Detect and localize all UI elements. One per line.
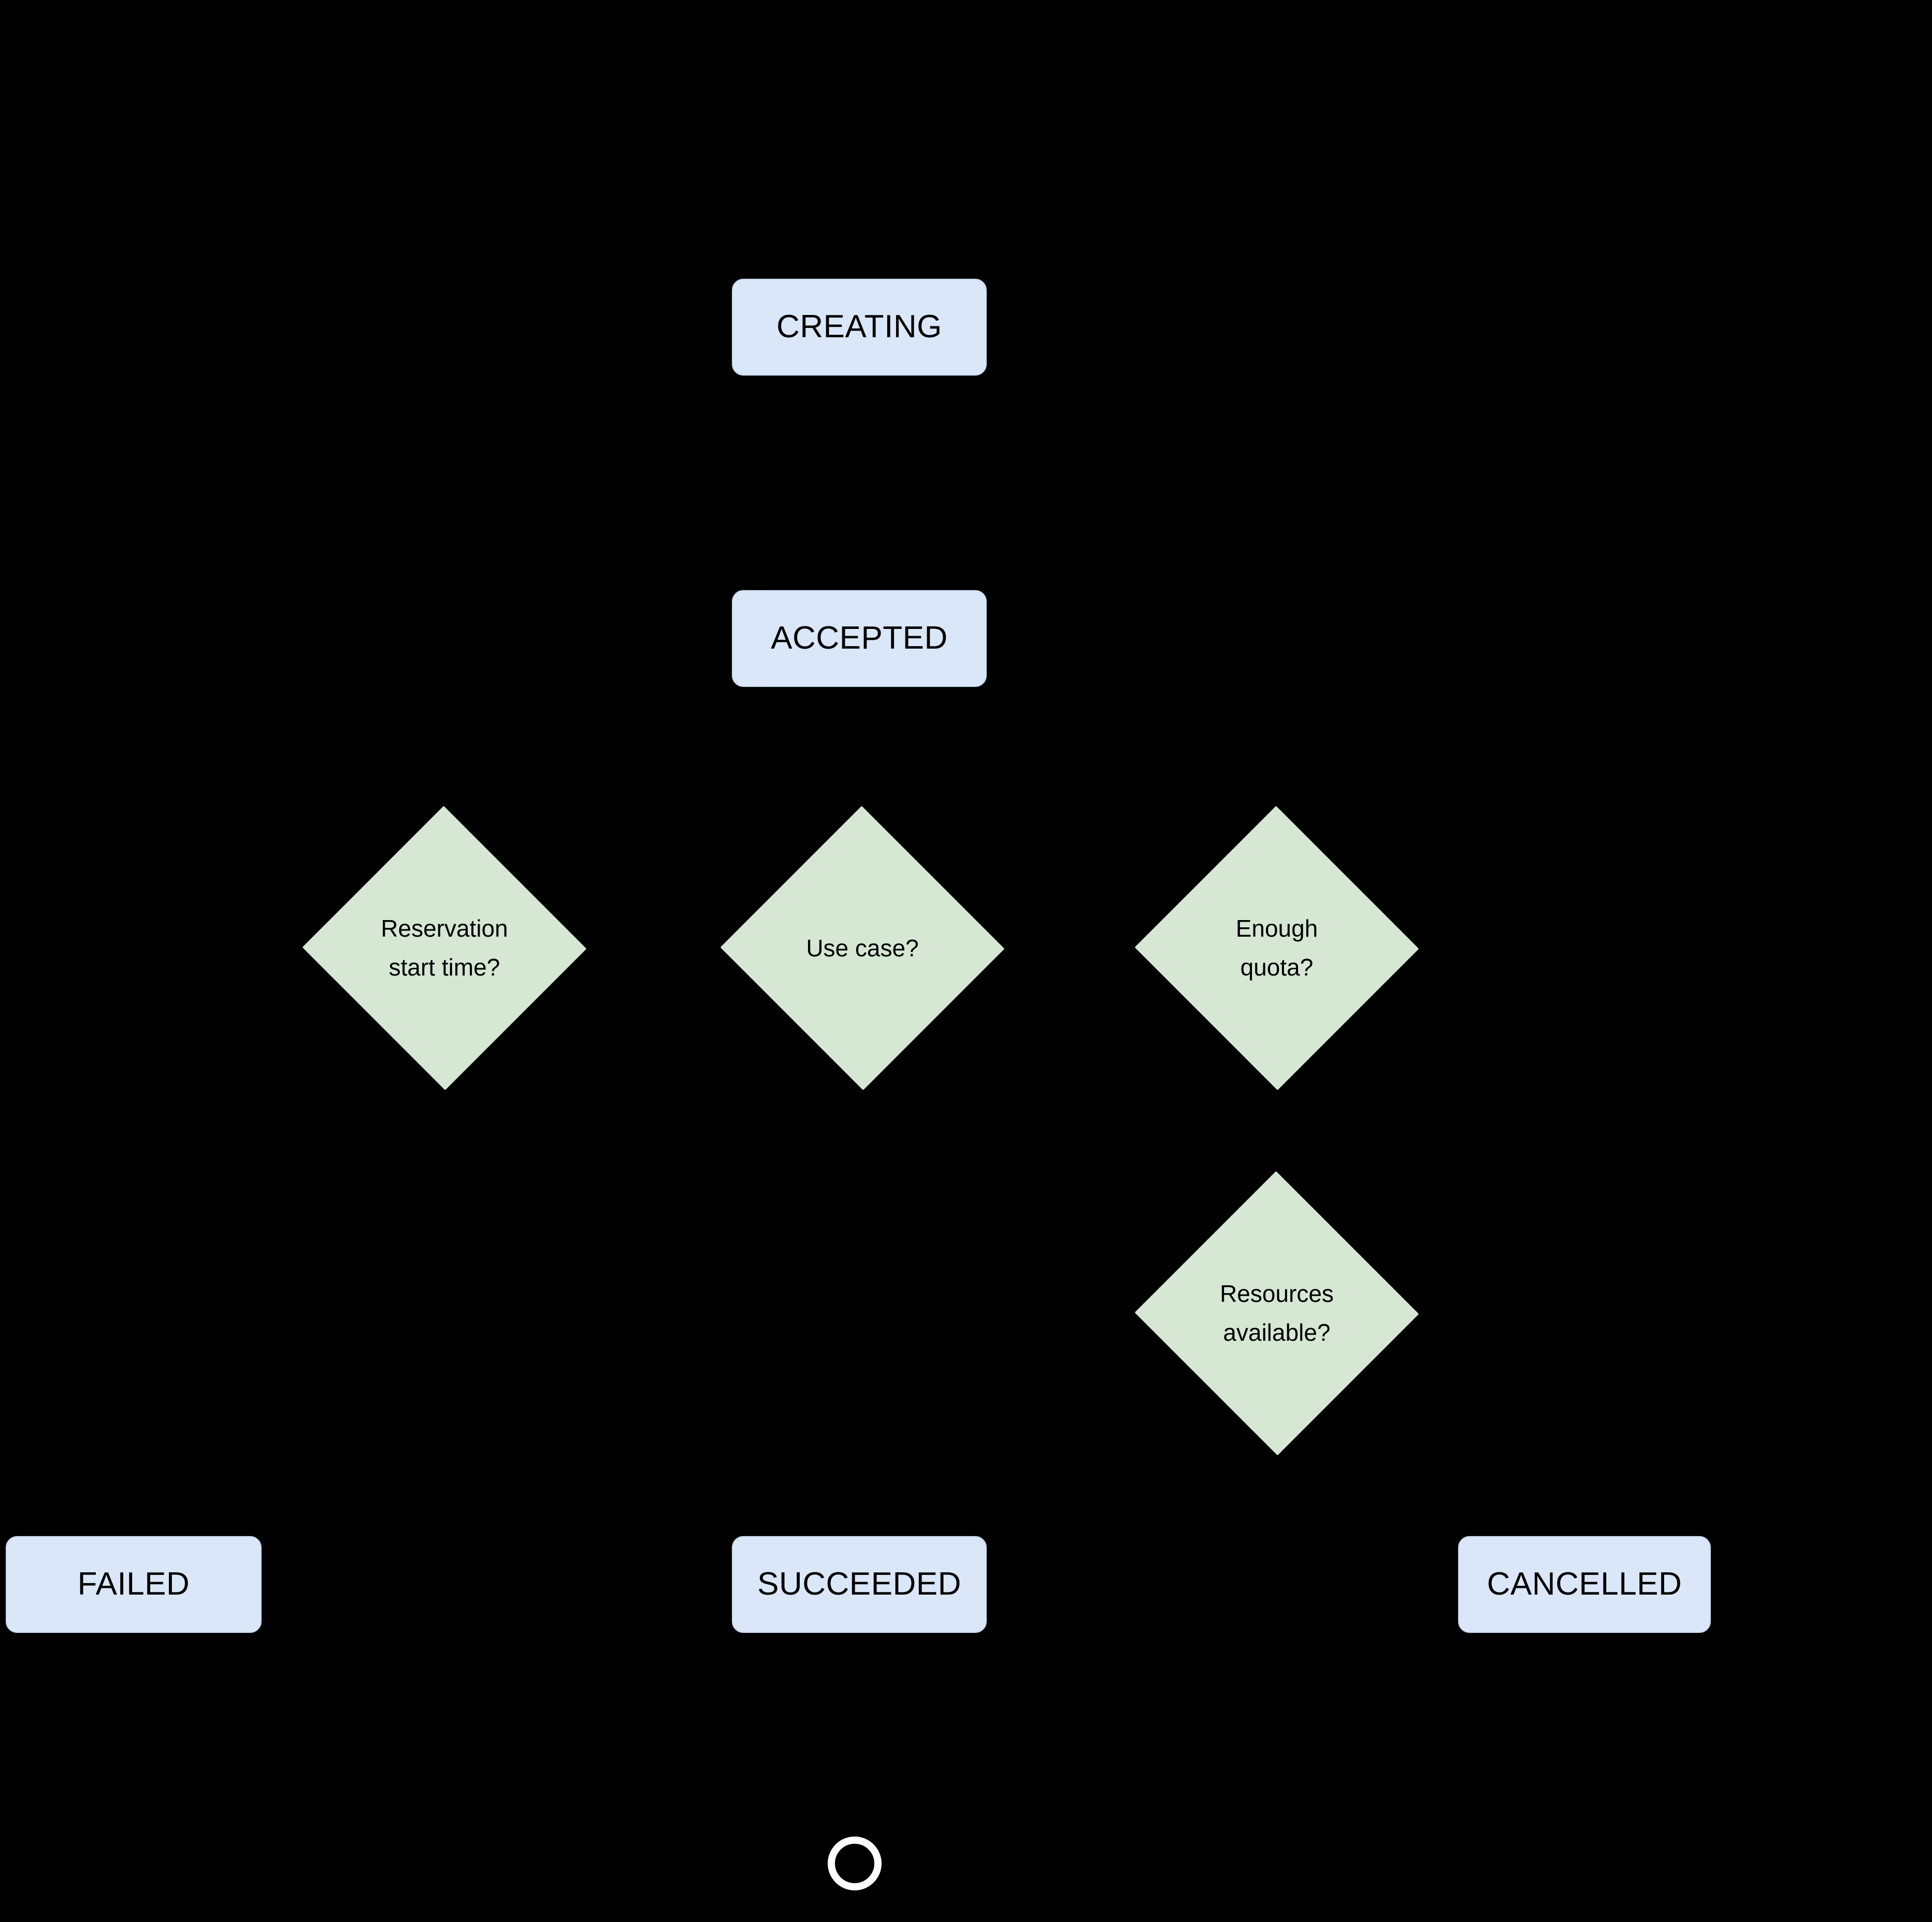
state-box-creating[interactable]: CREATING bbox=[732, 279, 987, 376]
edge-reservation-start-time-to-failed bbox=[132, 1048, 446, 1536]
edge-accepted-to-reservation-start-time bbox=[443, 687, 861, 848]
edge-resources-available-to-cancelled bbox=[1275, 1413, 1586, 1536]
state-label-failed: FAILED bbox=[77, 1566, 190, 1602]
decision-label-resources-available: Resources available? bbox=[1220, 1280, 1334, 1346]
state-label-succeeded: SUCCEEDED bbox=[757, 1566, 961, 1602]
state-label-accepted: ACCEPTED bbox=[771, 620, 948, 656]
decision-label-enough-quota: Enough quota? bbox=[1235, 915, 1318, 981]
decision-use-case[interactable]: Use case? bbox=[720, 806, 1005, 1091]
state-label-creating: CREATING bbox=[776, 309, 942, 345]
decision-resources-available[interactable]: Resources available? bbox=[1134, 1171, 1419, 1456]
decision-label-use-case: Use case? bbox=[806, 934, 919, 962]
decision-reservation-start-time[interactable]: Reservation start time? bbox=[302, 806, 587, 1091]
edge-accepted-to-enough-quota bbox=[858, 687, 1278, 848]
terminal-end-node bbox=[828, 1837, 882, 1890]
decision-enough-quota[interactable]: Enough quota? bbox=[1134, 806, 1419, 1091]
state-label-cancelled: CANCELLED bbox=[1487, 1566, 1682, 1602]
state-box-cancelled[interactable]: CANCELLED bbox=[1458, 1536, 1711, 1633]
state-box-accepted[interactable]: ACCEPTED bbox=[732, 590, 987, 687]
state-box-succeeded[interactable]: SUCCEEDED bbox=[732, 1536, 987, 1633]
decision-label-reservation-start-time: Reservation start time? bbox=[381, 915, 508, 981]
state-box-failed[interactable]: FAILED bbox=[6, 1536, 262, 1633]
